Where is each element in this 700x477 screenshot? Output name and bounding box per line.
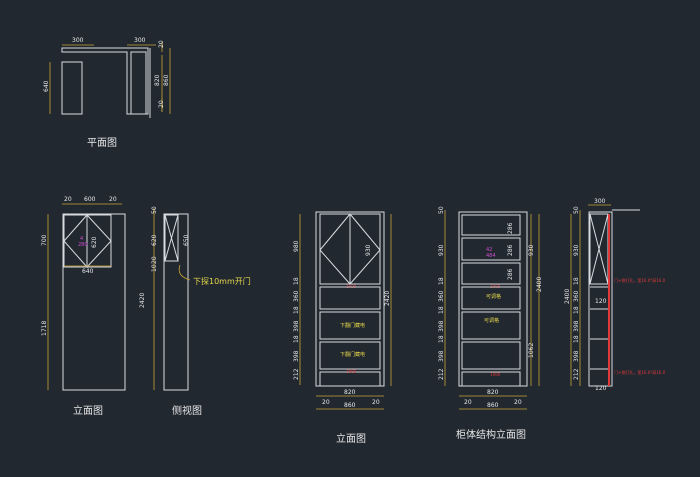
narrow-structure: 300 50 930 18 360 18 398 18 398 212 2400… <box>564 198 666 392</box>
mid-drawer-a: 下翻门藏电 <box>340 322 365 329</box>
st-red-b: 1000 <box>490 372 501 377</box>
nr-dim-120: 120 <box>595 298 607 305</box>
elev-dim-20a: 20 <box>64 196 72 203</box>
plan-dim-820: 820 <box>154 74 161 86</box>
side-dim-620: 620 <box>151 234 158 246</box>
elevation-mid-title: 立面图 <box>336 432 366 445</box>
elev-mark-a: 4 <box>80 236 83 242</box>
mid-dim-18c: 18 <box>293 335 300 343</box>
st-mg-a: 42 <box>486 247 492 253</box>
st-dim-18c: 18 <box>438 335 445 343</box>
plan-dim-20-top: 20 <box>158 40 165 48</box>
mid-dim-20b: 20 <box>372 399 380 406</box>
mid-dim-18b: 18 <box>293 306 300 314</box>
st-dim-1062: 1062 <box>528 343 535 358</box>
plan-view: 300 300 20 640 820 860 20 平面图 <box>43 37 171 149</box>
nr-dim-398b: 398 <box>573 350 580 362</box>
side-dim-650: 650 <box>183 234 190 246</box>
elevation-mid: 980 18 360 18 398 18 398 212 930 1000 下翻… <box>293 211 392 445</box>
mid-dim-20a: 20 <box>322 399 330 406</box>
mid-drawer-b: 下翻门藏电 <box>340 351 365 358</box>
nr-dim-18a: 18 <box>573 277 580 285</box>
st-dim-398b: 398 <box>438 350 445 362</box>
st-dim-18b: 18 <box>438 306 445 314</box>
st-dim-18a: 18 <box>438 277 445 285</box>
mid-dim-820: 820 <box>344 389 356 396</box>
elev-dim-700: 700 <box>41 234 48 246</box>
mid-dim-212: 212 <box>293 368 300 380</box>
nr-dim-398a: 398 <box>573 320 580 332</box>
plan-dim-300-right: 300 <box>134 37 146 44</box>
plan-dim-20-bottom: 20 <box>158 100 165 108</box>
mid-red-b: 1000 <box>346 369 357 374</box>
nr-dim-212: 212 <box>573 368 580 380</box>
st-mg-b: 484 <box>486 253 496 259</box>
elev-dim-20b: 20 <box>109 196 117 203</box>
elev-mark-b: 280 <box>78 242 88 248</box>
st-dim-930: 930 <box>438 244 445 256</box>
st-shelf-c: 286 <box>507 268 514 280</box>
nr-dim-18c: 18 <box>573 335 580 343</box>
plan-dim-640: 640 <box>43 80 50 92</box>
st-drawer-a: 可调格 <box>486 293 501 300</box>
side-dim-2420: 2420 <box>139 293 146 308</box>
st-dim-2400: 2400 <box>536 277 543 292</box>
elevation-left-title: 立面图 <box>73 404 103 417</box>
st-dim-360: 360 <box>438 290 445 302</box>
st-shelf-b: 286 <box>507 244 514 256</box>
st-shelf-a: 286 <box>507 222 514 234</box>
mid-dim-18a: 18 <box>293 277 300 285</box>
nr-dim-120b: 120 <box>595 385 607 392</box>
st-dim-20b: 20 <box>514 399 522 406</box>
structure-title: 柜体结构立面图 <box>456 428 526 441</box>
st-dim-20a: 20 <box>464 399 472 406</box>
nr-note-b: 门+侧打孔，宽16.0*高16.0 <box>614 369 666 375</box>
side-dim-50: 50 <box>151 206 158 214</box>
elev-dim-600: 600 <box>84 196 96 203</box>
mid-dim-360: 360 <box>293 290 300 302</box>
mid-dim-2420: 2420 <box>384 291 391 306</box>
plan-dim-300-left: 300 <box>72 37 84 44</box>
st-drawer-b: 可调格 <box>484 317 499 324</box>
elev-dim-620: 620 <box>91 236 98 248</box>
elev-dim-640: 640 <box>82 268 94 275</box>
mid-dim-930: 930 <box>365 244 372 256</box>
mid-dim-398b: 398 <box>293 350 300 362</box>
side-dim-20: 20 <box>151 256 158 264</box>
elev-dim-1718: 1718 <box>41 321 48 336</box>
st-dim-50: 50 <box>438 206 445 214</box>
nr-dim-2400: 2400 <box>564 289 571 304</box>
plan-dim-860: 860 <box>163 74 170 86</box>
side-view-title: 侧视图 <box>172 404 202 417</box>
st-dim-212: 212 <box>438 368 445 380</box>
st-dim-820: 820 <box>487 389 499 396</box>
nr-dim-930: 930 <box>573 244 580 256</box>
elevation-left: 20 600 20 700 1718 4 280 620 640 立面图 <box>41 196 126 417</box>
nr-dim-360: 360 <box>573 290 580 302</box>
side-view: 50 620 20 10 2420 650 下探10mm开门 侧视图 <box>139 206 251 417</box>
nr-dim-300: 300 <box>594 198 606 205</box>
nr-dim-50: 50 <box>573 206 580 214</box>
mid-dim-398a: 398 <box>293 320 300 332</box>
open-door-note: 下探10mm开门 <box>193 276 251 286</box>
side-dim-10: 10 <box>151 264 158 272</box>
st-dim-398a: 398 <box>438 320 445 332</box>
plan-title: 平面图 <box>87 137 117 149</box>
st-dim-860: 860 <box>487 402 499 409</box>
nr-note-a: 门+侧打孔，宽16.0*高16.0 <box>614 277 666 283</box>
mid-dim-980: 980 <box>293 240 300 252</box>
nr-dim-18b: 18 <box>573 306 580 314</box>
st-dim-930r: 930 <box>528 244 535 256</box>
mid-dim-860: 860 <box>344 402 356 409</box>
structure-elevation: 50 930 18 360 18 398 18 398 212 42 484 2… <box>438 206 543 441</box>
